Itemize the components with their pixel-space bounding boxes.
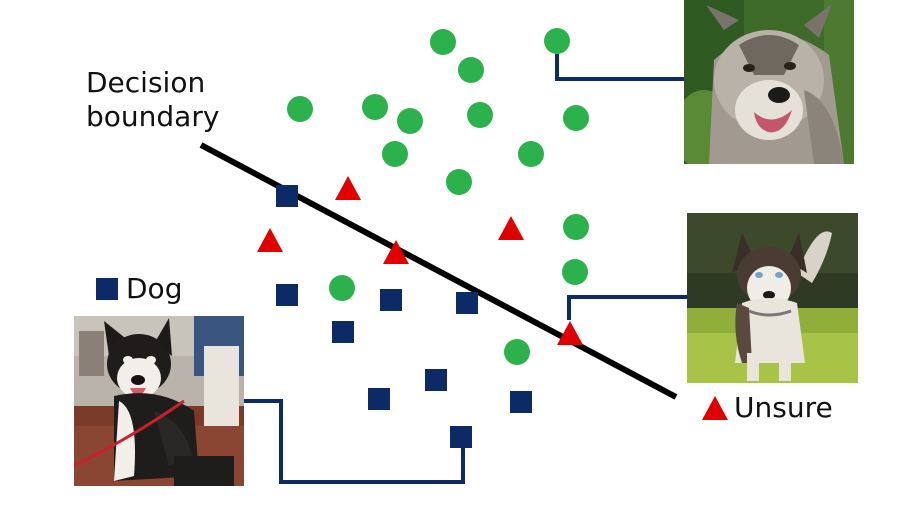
square-point (368, 388, 390, 410)
wolf-image (684, 0, 854, 164)
circle-point (382, 141, 408, 167)
triangle-point (498, 216, 524, 240)
circle-point (458, 57, 484, 83)
connector-husky-grass (567, 295, 687, 320)
circle-point (397, 108, 423, 134)
triangle-point (257, 228, 283, 252)
legend-unsure: Unsure (702, 391, 833, 425)
triangle-point (383, 240, 409, 264)
square-point (276, 185, 298, 207)
husky-grass-image (687, 213, 858, 383)
husky-harness-image (74, 316, 244, 486)
decision-boundary-label-line2: boundary (86, 100, 220, 133)
square-point (450, 426, 472, 448)
husky-grass-photo (687, 213, 858, 383)
circle-point (446, 169, 472, 195)
square-point (456, 292, 478, 314)
circle-point (467, 102, 493, 128)
legend-dog: Dog (96, 272, 182, 306)
circle-point (544, 28, 570, 54)
circle-point (430, 29, 456, 55)
circle-point (504, 339, 530, 365)
square-point (510, 391, 532, 413)
husky-harness-photo (74, 316, 244, 486)
square-icon (96, 278, 118, 300)
connector-husky-harness (244, 399, 465, 484)
circle-point (563, 105, 589, 131)
decision-boundary-label: Decision boundary (86, 66, 219, 134)
decision-boundary-line (199, 142, 678, 400)
square-point (380, 289, 402, 311)
square-point (276, 284, 298, 306)
square-point (425, 369, 447, 391)
legend-dog-text: Dog (126, 272, 183, 305)
square-point (332, 321, 354, 343)
wolf-photo (684, 0, 854, 164)
legend-unsure-text: Unsure (734, 391, 833, 424)
circle-point (563, 214, 589, 240)
decision-boundary-label-line1: Decision (86, 66, 206, 99)
triangle-point (557, 321, 583, 345)
circle-point (562, 259, 588, 285)
circle-point (362, 94, 388, 120)
circle-point (287, 96, 313, 122)
triangle-point (335, 176, 361, 200)
connector-wolf (555, 54, 684, 81)
triangle-icon (702, 396, 728, 420)
circle-point (329, 275, 355, 301)
circle-point (518, 141, 544, 167)
